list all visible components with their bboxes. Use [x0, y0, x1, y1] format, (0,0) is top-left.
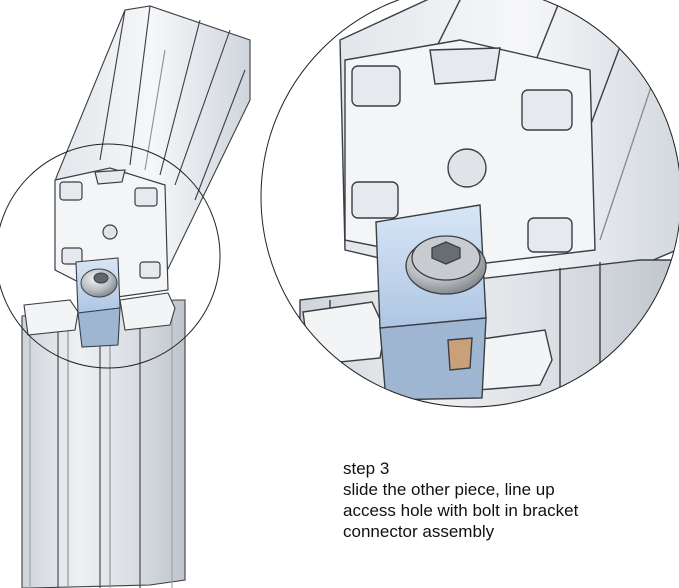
zoom-bolt-icon: [405, 235, 487, 295]
caption-line-1: slide the other piece, line up: [343, 480, 555, 499]
step-caption: step 3 slide the other piece, line up ac…: [343, 458, 673, 542]
caption-line-3: connector assembly: [343, 522, 495, 541]
caption-line-2: access hole with bolt in bracket: [343, 501, 579, 520]
detail-zoom: [299, 0, 679, 407]
lower-extrusion: [21, 299, 186, 588]
left-bolt-icon: [80, 268, 118, 298]
detail-circle-small: [0, 143, 221, 369]
lower-profile-face: [23, 292, 176, 336]
detail-circle-large: [260, 0, 679, 408]
step-title: step 3: [343, 459, 390, 478]
